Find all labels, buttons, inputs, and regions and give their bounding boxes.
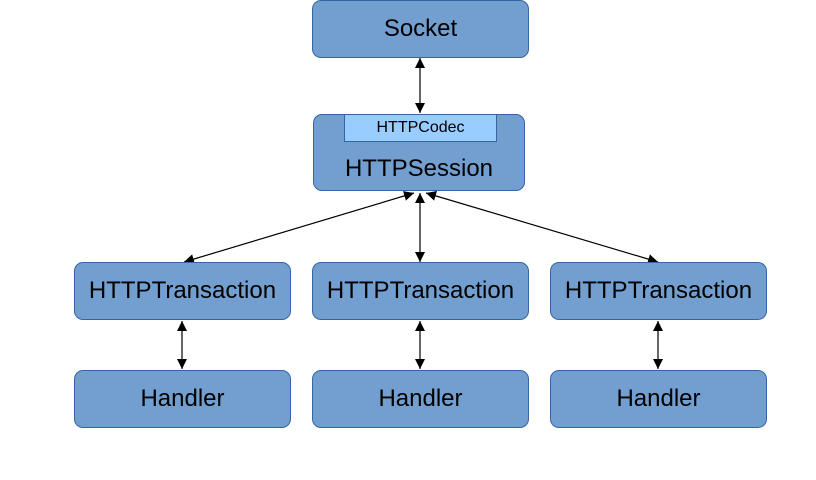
- http-codec-label: HTTPCodec: [376, 119, 465, 136]
- http-transaction-node-2: HTTPTransaction: [312, 262, 529, 320]
- http-transaction-node-3: HTTPTransaction: [550, 262, 767, 320]
- http-transaction-label: HTTPTransaction: [326, 277, 515, 304]
- edge-session-transaction-3: [425, 191, 659, 264]
- socket-node: Socket: [312, 0, 529, 58]
- handler-node-3: Handler: [550, 370, 767, 428]
- handler-node-1: Handler: [74, 370, 291, 428]
- http-session-label: HTTPSession: [344, 155, 494, 182]
- handler-label: Handler: [140, 385, 225, 412]
- handler-label: Handler: [378, 385, 463, 412]
- http-codec-box: HTTPCodec: [344, 114, 497, 142]
- http-transaction-label: HTTPTransaction: [564, 277, 753, 304]
- handler-label: Handler: [616, 385, 701, 412]
- socket-label: Socket: [383, 15, 458, 42]
- edge-session-transaction-1: [183, 191, 415, 264]
- http-transaction-node-1: HTTPTransaction: [74, 262, 291, 320]
- http-transaction-label: HTTPTransaction: [88, 277, 277, 304]
- handler-node-2: Handler: [312, 370, 529, 428]
